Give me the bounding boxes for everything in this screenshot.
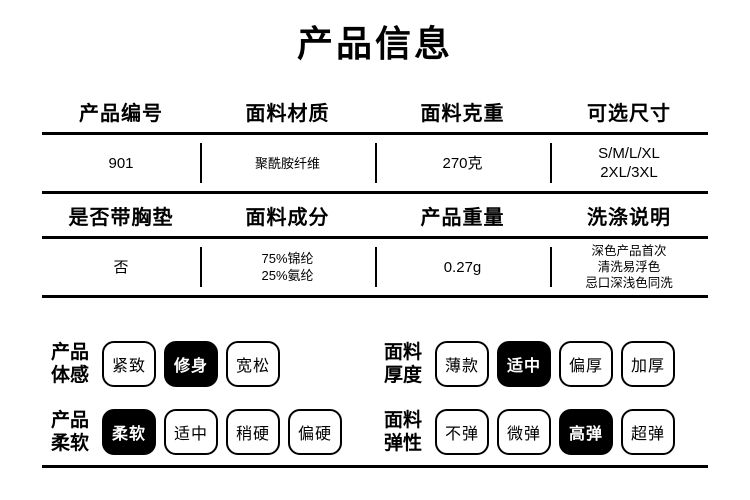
option-pill[interactable]: 适中 [164, 409, 218, 455]
table-data-row-2: 否 75%锦纶 25%氨纶 0.27g 深色产品首次 清洗易浮色 忌口深浅色同洗 [42, 239, 708, 295]
product-attribute-section: 产品 体感 紧致 修身 宽松 面料 厚度 薄款 适中 偏厚 加厚 [42, 330, 708, 466]
bottom-divider [42, 465, 708, 468]
option-pill[interactable]: 薄款 [435, 341, 489, 387]
table-header-row-1: 产品编号 面料材质 面料克重 可选尺寸 [42, 90, 708, 132]
table-data-cell: 深色产品首次 清洗易浮色 忌口深浅色同洗 [550, 239, 708, 295]
attribute-group-product-softness: 产品 柔软 柔软 适中 稍硬 偏硬 [42, 409, 375, 455]
option-pill[interactable]: 超弹 [621, 409, 675, 455]
table-header-cell: 面料成分 [245, 206, 330, 229]
table-header-cell: 洗涤说明 [587, 206, 671, 229]
attribute-row-2: 产品 柔软 柔软 适中 稍硬 偏硬 面料 弹性 不弹 微弹 高弹 超弹 [42, 398, 708, 466]
product-spec-table: 产品编号 面料材质 面料克重 可选尺寸 901 聚酰胺纤维 270克 S/M/L… [42, 90, 708, 298]
table-data-cell: 否 [113, 258, 129, 276]
table-header-cell: 面料材质 [245, 102, 330, 125]
option-pill-selected[interactable]: 适中 [497, 341, 551, 387]
table-header-cell: 是否带胸垫 [68, 206, 174, 229]
option-pill[interactable]: 加厚 [621, 341, 675, 387]
option-pill-selected[interactable]: 高弹 [559, 409, 613, 455]
attribute-label: 产品 柔软 [50, 410, 89, 454]
attribute-label: 产品 体感 [50, 342, 89, 386]
attribute-group-fabric-elasticity: 面料 弹性 不弹 微弹 高弹 超弹 [375, 409, 708, 455]
attribute-options: 薄款 适中 偏厚 加厚 [435, 341, 675, 387]
table-header-row-2: 是否带胸垫 面料成分 产品重量 洗涤说明 [42, 194, 708, 236]
option-pill[interactable]: 微弹 [497, 409, 551, 455]
option-pill[interactable]: 偏厚 [559, 341, 613, 387]
attribute-options: 紧致 修身 宽松 [102, 341, 280, 387]
attribute-group-product-feel: 产品 体感 紧致 修身 宽松 [42, 341, 375, 387]
attribute-label: 面料 厚度 [383, 342, 422, 386]
table-divider [42, 295, 708, 298]
table-header-cell: 可选尺寸 [587, 102, 671, 125]
table-divider [42, 236, 708, 239]
option-pill[interactable]: 稍硬 [226, 409, 280, 455]
table-data-cell: 75%锦纶 25%氨纶 [200, 239, 375, 295]
table-header-cell: 产品重量 [420, 206, 505, 229]
option-pill[interactable]: 偏硬 [288, 409, 342, 455]
table-data-cell: 聚酰胺纤维 [200, 135, 375, 191]
option-pill[interactable]: 宽松 [226, 341, 280, 387]
table-data-row-1: 901 聚酰胺纤维 270克 S/M/L/XL 2XL/3XL [42, 135, 708, 191]
attribute-options: 不弹 微弹 高弹 超弹 [435, 409, 675, 455]
option-pill[interactable]: 不弹 [435, 409, 489, 455]
table-data-cell: 270克 [375, 135, 550, 191]
table-divider [42, 191, 708, 194]
table-data-cell: 901 [108, 154, 134, 172]
table-header-cell: 面料克重 [420, 102, 505, 125]
option-pill[interactable]: 紧致 [102, 341, 156, 387]
option-pill-selected[interactable]: 修身 [164, 341, 218, 387]
table-divider [42, 132, 708, 135]
attribute-group-fabric-thickness: 面料 厚度 薄款 适中 偏厚 加厚 [375, 341, 708, 387]
attribute-row-1: 产品 体感 紧致 修身 宽松 面料 厚度 薄款 适中 偏厚 加厚 [42, 330, 708, 398]
attribute-label: 面料 弹性 [383, 410, 422, 454]
option-pill-selected[interactable]: 柔软 [102, 409, 156, 455]
table-header-cell: 产品编号 [79, 102, 163, 125]
page-title: 产品信息 [296, 23, 453, 64]
table-data-cell: 0.27g [375, 239, 550, 295]
table-data-cell: S/M/L/XL 2XL/3XL [550, 135, 708, 191]
attribute-options: 柔软 适中 稍硬 偏硬 [102, 409, 342, 455]
